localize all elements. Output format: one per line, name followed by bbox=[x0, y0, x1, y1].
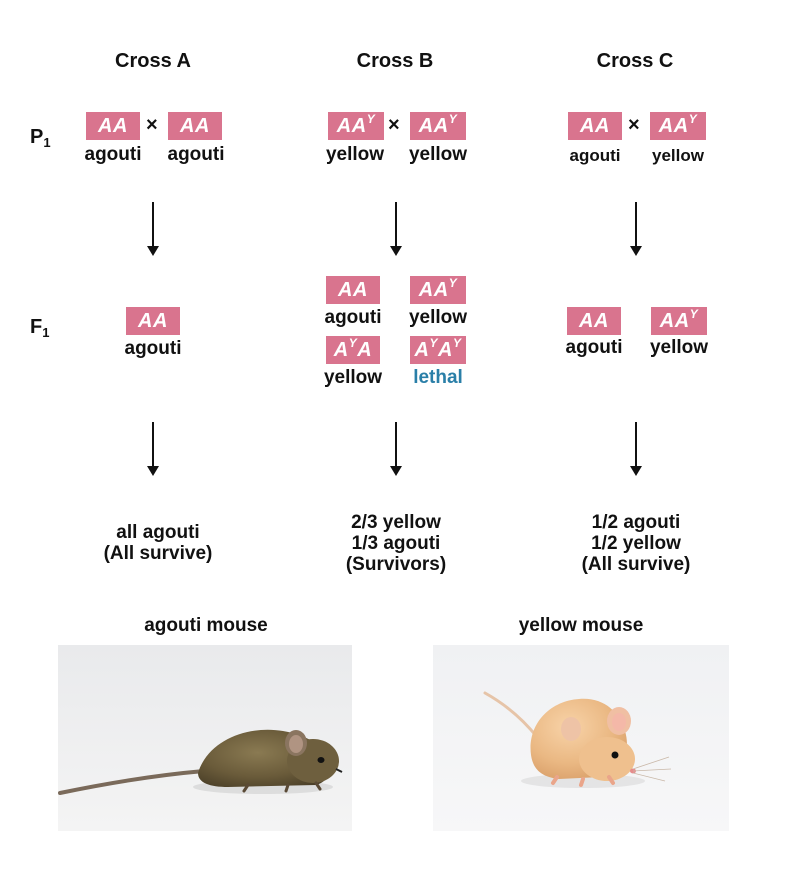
down-arrow bbox=[147, 202, 159, 256]
result-cross-a: all agouti (All survive) bbox=[103, 522, 213, 564]
phenotype-label: yellow bbox=[325, 144, 385, 165]
result-cross-c: 1/2 agouti 1/2 yellow (All survive) bbox=[581, 512, 691, 575]
phenotype-label: yellow bbox=[652, 146, 704, 165]
cross-b-title: Cross B bbox=[356, 50, 434, 72]
genotype-box: AAY bbox=[650, 112, 706, 140]
p1-label: P1 bbox=[30, 126, 51, 150]
down-arrow bbox=[390, 422, 402, 476]
yellow-mouse-title: yellow mouse bbox=[518, 615, 644, 636]
agouti-mouse-photo bbox=[58, 645, 352, 831]
genotype-box: AA bbox=[168, 112, 222, 140]
phenotype-label: agouti bbox=[84, 144, 142, 165]
agouti-mouse-title: agouti mouse bbox=[144, 615, 268, 636]
phenotype-label: agouti bbox=[124, 338, 182, 359]
phenotype-label: yellow bbox=[649, 337, 709, 358]
genotype-box: AA bbox=[86, 112, 140, 140]
f1-label: F1 bbox=[30, 316, 50, 340]
genotype-box: AA bbox=[568, 112, 622, 140]
genotype-box: AAY bbox=[410, 112, 466, 140]
genotype-box: AA bbox=[126, 307, 180, 335]
cross-symbol: × bbox=[628, 114, 640, 136]
down-arrow bbox=[630, 422, 642, 476]
phenotype-label: yellow bbox=[408, 144, 468, 165]
phenotype-label: agouti bbox=[167, 144, 225, 165]
phenotype-label: agouti bbox=[565, 337, 623, 358]
down-arrow bbox=[630, 202, 642, 256]
genotype-box: AA bbox=[326, 276, 380, 304]
result-cross-b: 2/3 yellow 1/3 agouti (Survivors) bbox=[345, 512, 447, 575]
genotype-box: AAY bbox=[328, 112, 384, 140]
genotype-box: AAY bbox=[410, 276, 466, 304]
phenotype-label: yellow bbox=[408, 307, 468, 328]
down-arrow bbox=[390, 202, 402, 256]
phenotype-label: agouti bbox=[324, 307, 382, 328]
phenotype-label: yellow bbox=[323, 367, 383, 388]
phenotype-label: agouti bbox=[569, 146, 621, 165]
yellow-mouse-photo bbox=[433, 645, 729, 831]
cross-symbol: × bbox=[146, 114, 158, 136]
genotype-box: AA bbox=[567, 307, 621, 335]
cross-symbol: × bbox=[388, 114, 400, 136]
genotype-box: AAY bbox=[651, 307, 707, 335]
genotype-box: AYA bbox=[326, 336, 380, 364]
genotype-box: AYAY bbox=[410, 336, 466, 364]
cross-a-title: Cross A bbox=[115, 50, 191, 72]
lethal-label: lethal bbox=[413, 367, 463, 388]
cross-c-title: Cross C bbox=[596, 50, 674, 72]
down-arrow bbox=[147, 422, 159, 476]
